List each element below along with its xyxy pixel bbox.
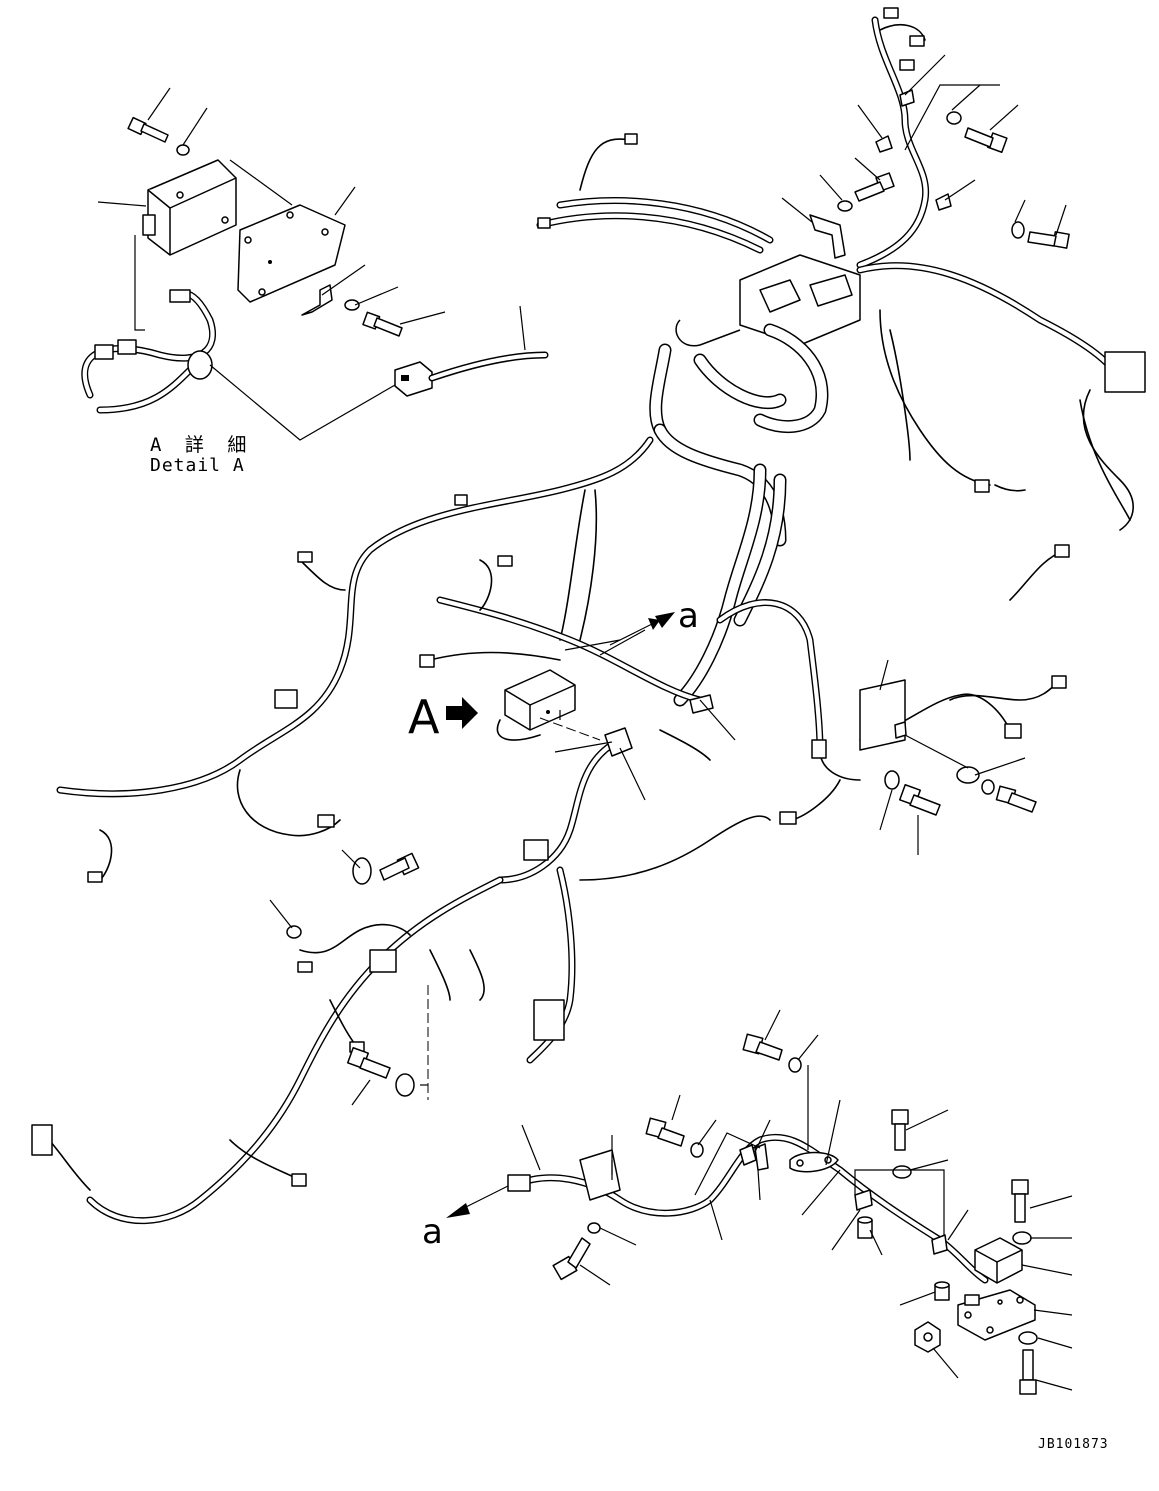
bolt-bottom-f[interactable] <box>552 1237 591 1281</box>
washer-bottom-a[interactable] <box>788 1057 802 1073</box>
center-harness-branch <box>419 555 1067 884</box>
bolt-top-a[interactable] <box>854 172 895 202</box>
detail-controller-box[interactable] <box>142 159 237 256</box>
relay-box[interactable] <box>974 1237 1023 1284</box>
detail-a-view <box>81 87 549 441</box>
connection-ref-top-label: a <box>678 596 699 636</box>
bolt-bottom-c[interactable] <box>891 1109 909 1151</box>
detail-mounting-plate[interactable] <box>237 204 346 303</box>
washer-bottom-b[interactable] <box>690 1142 704 1158</box>
view-a-marker-label: A <box>408 690 440 744</box>
lower-left-hardware <box>269 849 428 1106</box>
spacer-b[interactable] <box>934 1281 950 1301</box>
mounting-plate-right[interactable] <box>859 679 906 751</box>
nut-bottom[interactable] <box>914 1321 941 1353</box>
detail-harness-loop <box>81 289 216 414</box>
top-right-hardware <box>781 54 1070 259</box>
view-a-arrow <box>446 697 478 729</box>
washer-right-a[interactable] <box>884 770 900 790</box>
bolt-left[interactable] <box>379 852 420 881</box>
ref-a-top-arrow <box>609 612 675 646</box>
detail-bolt-top[interactable] <box>127 116 190 156</box>
bolt-bottom-e[interactable] <box>1019 1349 1037 1395</box>
controller-unit[interactable] <box>504 669 576 731</box>
detail-washer[interactable] <box>344 299 360 311</box>
right-middle-hardware <box>879 659 1037 855</box>
bolt-bottom-b[interactable] <box>645 1117 685 1147</box>
washer-bottom-d[interactable] <box>1012 1231 1032 1245</box>
washer-top-c[interactable] <box>1011 221 1025 239</box>
nut-left[interactable] <box>286 925 302 939</box>
main-harness-trunk <box>56 7 1146 883</box>
bolt-top-b[interactable] <box>964 127 1008 154</box>
washer-bottom-f[interactable] <box>587 1222 601 1234</box>
washer-top-a[interactable] <box>837 200 853 212</box>
connector-bottom[interactable] <box>507 1174 531 1192</box>
relay-mount-plate[interactable] <box>957 1289 1036 1341</box>
label-tag <box>579 1149 621 1201</box>
bolt-top-c[interactable] <box>1027 231 1070 249</box>
detail-connector-cable[interactable] <box>394 351 549 397</box>
center-leaders <box>539 629 736 801</box>
lower-left-harness <box>31 815 771 1225</box>
bottom-right-assembly <box>507 1009 1073 1395</box>
connection-ref-bottom-label: a <box>422 1212 443 1252</box>
washer-bottom-e[interactable] <box>1018 1331 1038 1345</box>
bolt-bottom-d[interactable] <box>1011 1179 1029 1223</box>
washer-lower-left[interactable] <box>395 1073 415 1097</box>
drawing-code: JB101873 <box>1038 1437 1109 1452</box>
bolt-right-b[interactable] <box>995 785 1037 813</box>
detail-title-english: Detail A <box>150 455 245 476</box>
detail-bolt-lower[interactable] <box>362 311 403 337</box>
ref-a-bottom-arrow <box>446 1184 511 1218</box>
detail-bracket[interactable] <box>301 284 333 316</box>
bolt-bottom-a[interactable] <box>742 1033 783 1061</box>
washer-large[interactable] <box>352 857 372 885</box>
clamp-center[interactable] <box>604 727 633 757</box>
detail-title-japanese: A 詳 細 <box>150 434 253 456</box>
washer-bottom-c[interactable] <box>892 1165 912 1179</box>
washer-right-b[interactable] <box>956 766 980 784</box>
washer-top-b[interactable] <box>946 111 962 125</box>
bracket-top[interactable] <box>809 214 846 259</box>
bolt-right-a[interactable] <box>898 783 941 816</box>
bolt-lower-left[interactable] <box>346 1046 391 1079</box>
spacer-a[interactable] <box>857 1216 873 1239</box>
